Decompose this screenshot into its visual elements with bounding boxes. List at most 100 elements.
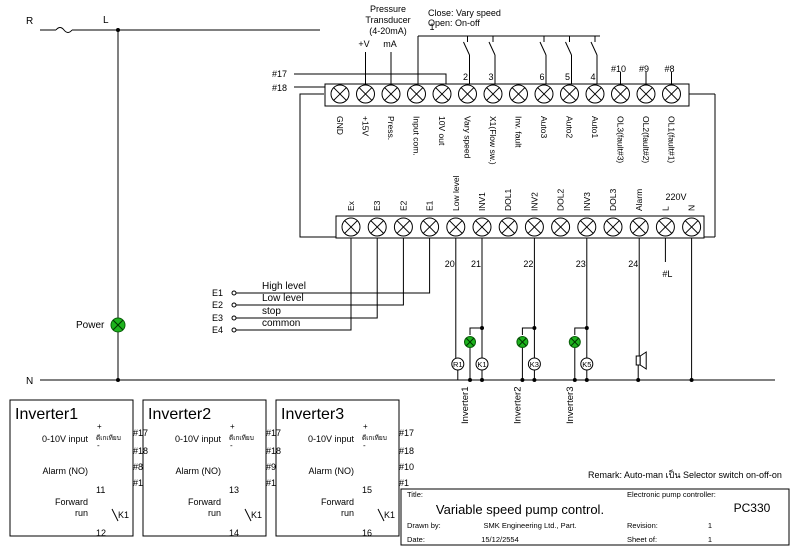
upper-terminal bbox=[560, 84, 579, 104]
lamp-feed bbox=[469, 327, 482, 335]
electrode-name: E4 bbox=[212, 325, 223, 335]
drawing-title: Variable speed pump control. bbox=[436, 502, 604, 517]
power-neutral-junction bbox=[116, 378, 120, 382]
lower-terminal bbox=[420, 217, 440, 237]
l-phase-label: L bbox=[103, 15, 109, 26]
lamp-cross bbox=[112, 319, 124, 331]
lower-terminal-label: E2 bbox=[398, 200, 408, 211]
lower-terminal-strip bbox=[335, 215, 705, 239]
lamp-cross bbox=[570, 337, 580, 347]
inverter-run-label: Inverter3 bbox=[565, 387, 576, 425]
switch-common-wire-label: 1 bbox=[429, 22, 434, 32]
lamp-feed bbox=[574, 327, 587, 335]
lower-terminal bbox=[655, 217, 675, 237]
sheet-label: Sheet of: bbox=[627, 535, 657, 544]
terminal-cross bbox=[435, 87, 449, 101]
transducer-ma-label: mA bbox=[383, 39, 397, 49]
title-label: Title: bbox=[407, 490, 423, 499]
transducer-label: Pressure bbox=[370, 4, 406, 14]
lower-terminal-label: N bbox=[687, 205, 697, 211]
electrode-probe-icon bbox=[231, 315, 237, 321]
inverter-alarm-com-label: #1 bbox=[399, 478, 409, 488]
upper-terminal-label: Input com. bbox=[412, 116, 422, 156]
coil-ring bbox=[580, 357, 594, 371]
coil-ring bbox=[527, 357, 541, 371]
revision-value: 1 bbox=[708, 521, 712, 530]
n-junction bbox=[520, 378, 525, 382]
inverter-wire-a: #17 bbox=[399, 428, 414, 438]
terminal-cross bbox=[501, 220, 515, 234]
terminal-cross bbox=[664, 87, 679, 101]
terminal-cross bbox=[409, 87, 424, 101]
inverter-ref-label: ดีเกเทียบ bbox=[96, 434, 121, 442]
upper-terminal bbox=[356, 84, 375, 104]
inverter-term-bottom: 12 bbox=[96, 528, 106, 538]
lower-terminal bbox=[577, 217, 597, 237]
terminal-cross bbox=[639, 87, 653, 101]
inverter-term-top: 11 bbox=[96, 485, 105, 495]
controller-model: PC330 bbox=[734, 501, 771, 515]
lower-terminal-label: Low level bbox=[451, 175, 461, 211]
upper-terminal-label: X1(Flow sw.) bbox=[488, 116, 498, 165]
terminal-cross bbox=[396, 220, 411, 234]
electrode-desc: stop bbox=[262, 306, 281, 317]
lower-terminal bbox=[603, 217, 623, 237]
inverter-box bbox=[275, 399, 400, 537]
upper-terminal bbox=[458, 84, 477, 104]
inverter-run-label: Inverter1 bbox=[460, 387, 471, 425]
l-junction bbox=[116, 28, 120, 32]
electrode-desc: common bbox=[262, 318, 300, 329]
lower-terminal bbox=[393, 217, 413, 237]
lower-terminal bbox=[524, 217, 544, 237]
lower-terminal-label: INV1 bbox=[477, 192, 487, 211]
n-junction bbox=[532, 378, 537, 382]
lower-wire-number: 24 bbox=[628, 259, 638, 269]
selector-switch-contact bbox=[539, 41, 547, 56]
lower-terminal-label: E1 bbox=[425, 200, 435, 211]
electrode-desc: Low level bbox=[262, 293, 304, 304]
upper-wire-number: 5 bbox=[565, 72, 570, 82]
selector-switch-contact bbox=[488, 41, 496, 56]
upper-wire-number: 4 bbox=[590, 72, 595, 82]
terminal-cross bbox=[460, 87, 475, 101]
upper-wire-number: #8 bbox=[664, 64, 674, 74]
lower-terminal bbox=[682, 217, 702, 237]
inverter-plus: + bbox=[97, 422, 102, 431]
inverter-minus: - bbox=[230, 441, 233, 450]
upper-terminal-label: Vary speed bbox=[463, 116, 473, 159]
terminal-cross bbox=[588, 87, 602, 101]
inverter-contact-label: K1 bbox=[384, 510, 395, 520]
selector-switch-contact bbox=[463, 41, 470, 56]
remark-note: Remark: Auto-man เป็น Selector switch on… bbox=[588, 468, 782, 480]
sheet-value: 1 bbox=[708, 535, 712, 544]
k1-contact-icon bbox=[244, 508, 252, 522]
upper-terminal-label: Inv. fault bbox=[514, 116, 524, 148]
inverter-alarm-wire-label: #8 bbox=[133, 462, 143, 472]
electrode-name: E1 bbox=[212, 288, 223, 298]
n-junction bbox=[636, 378, 641, 382]
selector-switch-contact bbox=[565, 41, 572, 56]
inverter-ref-label: ดีเกเทียบ bbox=[362, 434, 387, 442]
inverter-term-bottom: 16 bbox=[362, 528, 372, 538]
terminal-cross bbox=[632, 220, 646, 234]
inverter-alarm-wire-label: #9 bbox=[266, 462, 276, 472]
inverter-box bbox=[9, 399, 134, 537]
inverter-minus: - bbox=[97, 441, 100, 450]
inverter-wire-b: #18 bbox=[399, 446, 414, 456]
n-junction bbox=[584, 378, 589, 382]
lower-terminal-label: DOL1 bbox=[503, 189, 513, 211]
power-lamp bbox=[110, 317, 126, 333]
lamp-cross bbox=[518, 337, 527, 347]
terminal-cross bbox=[333, 87, 347, 101]
upper-terminal-label: Press. bbox=[386, 116, 396, 140]
k1-contact-icon bbox=[111, 508, 119, 522]
terminal-cross bbox=[370, 220, 384, 234]
inverter-input-label: 0-10V input bbox=[308, 434, 355, 444]
inverter-input-label: 0-10V input bbox=[175, 434, 222, 444]
electrode-wire bbox=[236, 236, 352, 331]
inverter-run-text: run bbox=[341, 508, 354, 518]
lower-terminal bbox=[446, 217, 466, 237]
transducer-plus-label: +V bbox=[358, 39, 369, 49]
